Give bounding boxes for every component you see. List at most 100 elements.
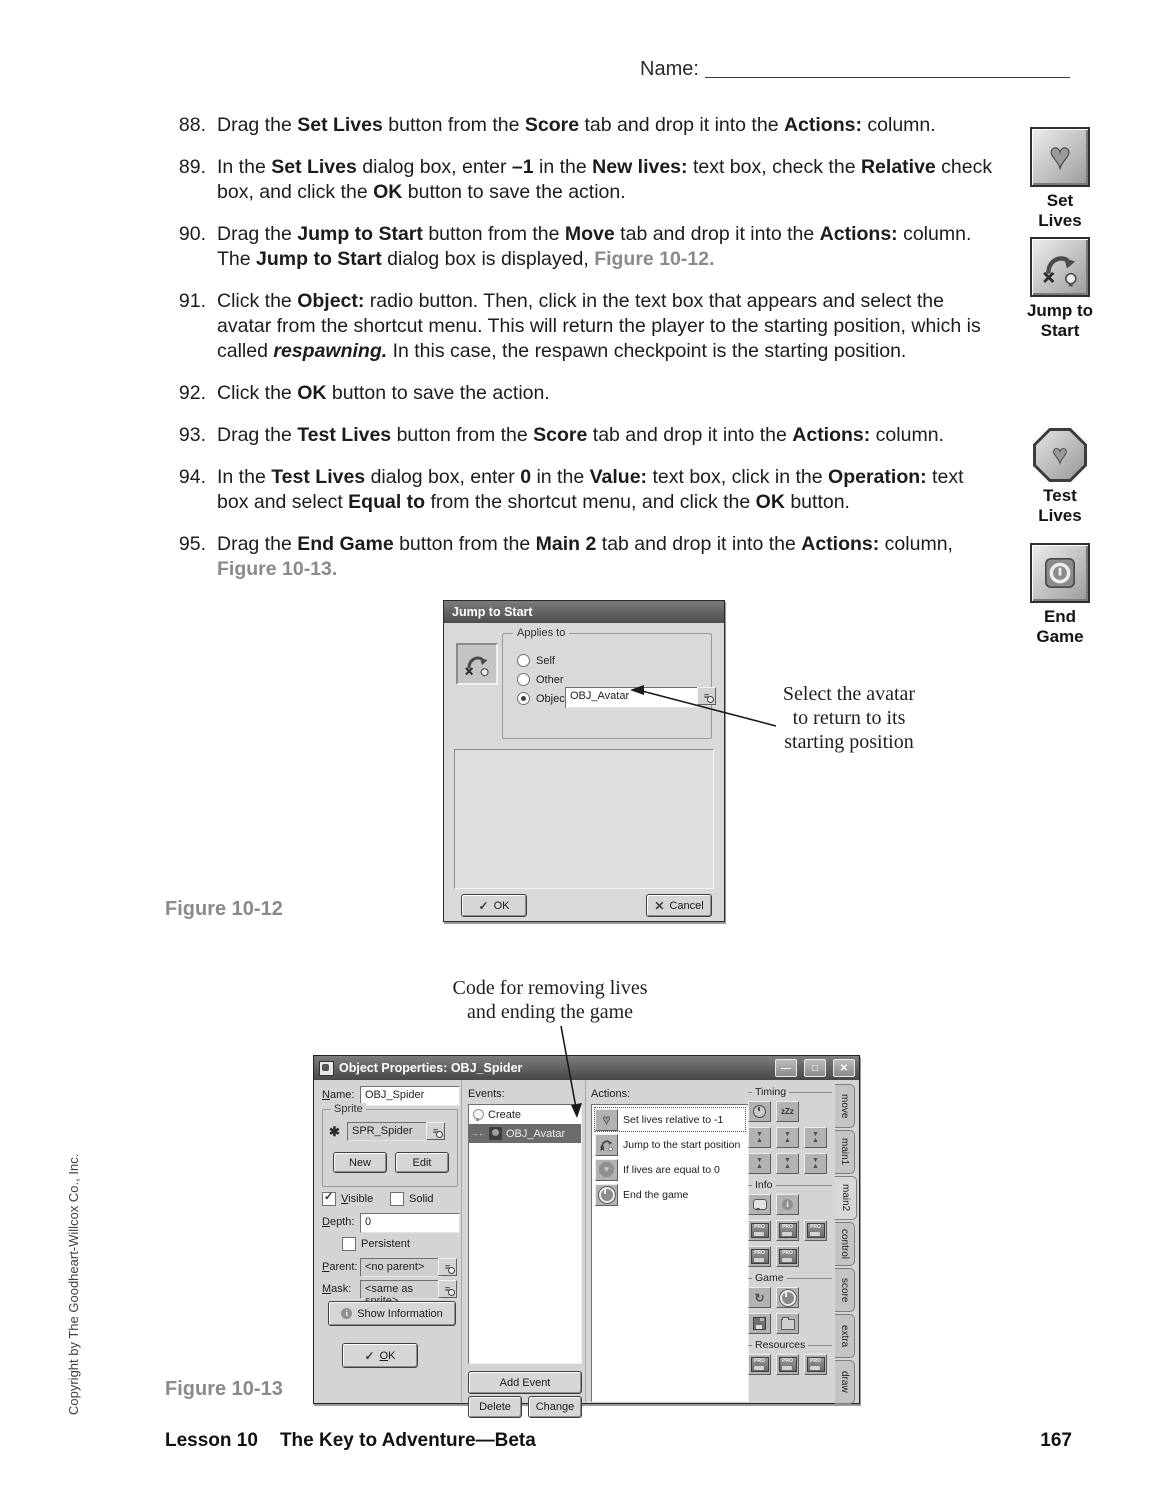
object-radio-row[interactable]: Object: xyxy=(517,692,571,705)
instruction-list: 88.Drag the Set Lives button from the Sc… xyxy=(166,113,998,599)
tab-extra[interactable]: extra xyxy=(835,1314,855,1358)
text-segment: Click the xyxy=(217,290,298,312)
text-segment: from the shortcut menu, and click the xyxy=(425,491,756,513)
group-title-text: Resources xyxy=(755,1339,806,1351)
depth-input[interactable]: 0 xyxy=(360,1213,460,1233)
persistent-checkbox-row[interactable]: Persistent xyxy=(342,1237,410,1251)
hourglass-resume-button[interactable] xyxy=(748,1153,771,1174)
pro-window-button[interactable] xyxy=(748,1246,771,1267)
change-button[interactable]: Change xyxy=(528,1396,582,1418)
jump-to-start-item: Jump to Start xyxy=(1017,237,1103,341)
pro-splash-icon xyxy=(750,1223,769,1238)
radio-icon xyxy=(517,673,530,686)
action-end-game-row[interactable]: End the game xyxy=(594,1182,746,1207)
object-input[interactable]: OBJ_Avatar xyxy=(565,687,701,708)
hourglass-set-button[interactable] xyxy=(776,1127,799,1148)
text-segment: text box, click in the xyxy=(647,466,829,488)
button-row xyxy=(748,1194,832,1215)
tab-main2[interactable]: main2 xyxy=(834,1176,857,1220)
pro-highscore-button[interactable] xyxy=(776,1220,799,1241)
menu-lookup-button[interactable]: ≡ xyxy=(697,687,716,705)
show-information-button[interactable]: i Show Information xyxy=(328,1301,456,1326)
tab-draw[interactable]: draw xyxy=(835,1360,855,1404)
pro-sound-icon xyxy=(778,1357,797,1372)
hourglass-button[interactable] xyxy=(748,1127,771,1148)
save-game-button[interactable] xyxy=(748,1313,771,1334)
end-game-button[interactable] xyxy=(776,1287,799,1308)
event-create-row[interactable]: Create xyxy=(469,1105,581,1124)
name-input[interactable]: OBJ_Spider xyxy=(360,1086,460,1106)
ok-button[interactable]: ✓ OK xyxy=(342,1343,418,1368)
dialog-titlebar: Jump to Start xyxy=(444,601,724,623)
pro-sound-button[interactable] xyxy=(776,1354,799,1375)
label-line: Set xyxy=(1046,191,1074,210)
message-button[interactable] xyxy=(748,1194,771,1215)
jump-to-start-button[interactable] xyxy=(1030,237,1090,297)
instruction-text: Click the Object: radio button. Then, cl… xyxy=(217,289,998,364)
hourglass-stop-button[interactable] xyxy=(804,1153,827,1174)
test-lives-button[interactable]: ♥ xyxy=(1033,428,1087,482)
minimize-button[interactable]: — xyxy=(775,1059,797,1077)
tab-main1[interactable]: main1 xyxy=(835,1130,855,1174)
parent-label: Parent: xyxy=(322,1261,358,1273)
button-row xyxy=(748,1287,832,1308)
action-set-lives-row[interactable]: ♥ Set lives relative to -1 xyxy=(594,1107,746,1132)
parent-input[interactable]: <no parent> xyxy=(360,1258,442,1277)
pro-splash-button[interactable] xyxy=(748,1220,771,1241)
solid-checkbox-row[interactable]: Solid xyxy=(390,1192,433,1206)
action-test-lives-row[interactable]: ♥ If lives are equal to 0 xyxy=(594,1157,746,1182)
info-icon xyxy=(782,1199,793,1210)
menu-lookup-button[interactable]: ≡ xyxy=(438,1280,457,1298)
pro-score-icon xyxy=(778,1249,797,1264)
alarm-clock-button[interactable] xyxy=(748,1101,771,1122)
instruction-item: 91.Click the Object: radio button. Then,… xyxy=(166,289,998,364)
pro-background-button[interactable] xyxy=(804,1354,827,1375)
heart-icon: ♥ xyxy=(1052,439,1068,469)
octagon-icon: ♥ xyxy=(599,1162,614,1177)
ok-button[interactable]: ✓ OK xyxy=(461,894,527,917)
checkbox-icon xyxy=(390,1192,404,1206)
add-event-button[interactable]: Add Event xyxy=(468,1371,582,1394)
window-title: Object Properties: OBJ_Spider xyxy=(339,1061,523,1075)
hourglass-fast-button[interactable] xyxy=(804,1127,827,1148)
visible-checkbox-row[interactable]: Visible xyxy=(322,1190,374,1206)
lesson-title: The Key to Adventure—Beta xyxy=(279,1430,536,1451)
info-button[interactable] xyxy=(776,1194,799,1215)
set-lives-button[interactable]: ♥ xyxy=(1030,127,1090,187)
hourglass-pause-button[interactable] xyxy=(776,1153,799,1174)
close-button[interactable]: ✕ xyxy=(833,1059,855,1077)
cancel-button[interactable]: ✕ Cancel xyxy=(646,894,712,917)
text-segment: Drag the xyxy=(217,533,298,555)
annotation-line: starting position xyxy=(784,731,914,753)
pro-sprite-button[interactable] xyxy=(748,1354,771,1375)
end-game-button[interactable] xyxy=(1030,543,1090,603)
menu-lookup-button[interactable]: ≡ xyxy=(426,1122,445,1140)
tab-control[interactable]: control xyxy=(835,1222,855,1266)
sleep-button[interactable] xyxy=(776,1101,799,1122)
event-collision-avatar-row[interactable]: →← OBJ_Avatar xyxy=(469,1124,581,1143)
mask-label: Mask: xyxy=(322,1283,352,1295)
name-blank-line xyxy=(704,58,1070,78)
tab-move[interactable]: move xyxy=(835,1084,855,1128)
tab-score[interactable]: score xyxy=(835,1268,855,1312)
other-radio-row[interactable]: Other xyxy=(517,673,564,686)
new-button[interactable]: New xyxy=(333,1152,387,1173)
menu-lookup-button[interactable]: ≡ xyxy=(438,1258,457,1276)
edit-button[interactable]: Edit xyxy=(395,1152,449,1173)
page-number: 167 xyxy=(1040,1430,1072,1451)
text-segment: button from the xyxy=(391,424,534,446)
visible-label: Visible xyxy=(341,1193,374,1205)
self-radio-row[interactable]: Self xyxy=(517,654,555,667)
lightbulb-icon xyxy=(473,1109,484,1121)
delete-button[interactable]: Delete xyxy=(468,1396,522,1418)
instruction-item: 88.Drag the Set Lives button from the Sc… xyxy=(166,113,998,138)
action-jump-to-start-row[interactable]: Jump to the start position xyxy=(594,1132,746,1157)
pro-mouse-button[interactable] xyxy=(804,1220,827,1241)
load-game-button[interactable] xyxy=(776,1313,799,1334)
restart-game-button[interactable] xyxy=(748,1287,771,1308)
maximize-button[interactable]: □ xyxy=(804,1059,826,1077)
mask-input[interactable]: <same as sprite> xyxy=(360,1280,442,1307)
event-label: OBJ_Avatar xyxy=(506,1127,566,1140)
sprite-input[interactable]: SPR_Spider xyxy=(347,1122,427,1141)
pro-score-button[interactable] xyxy=(776,1246,799,1267)
